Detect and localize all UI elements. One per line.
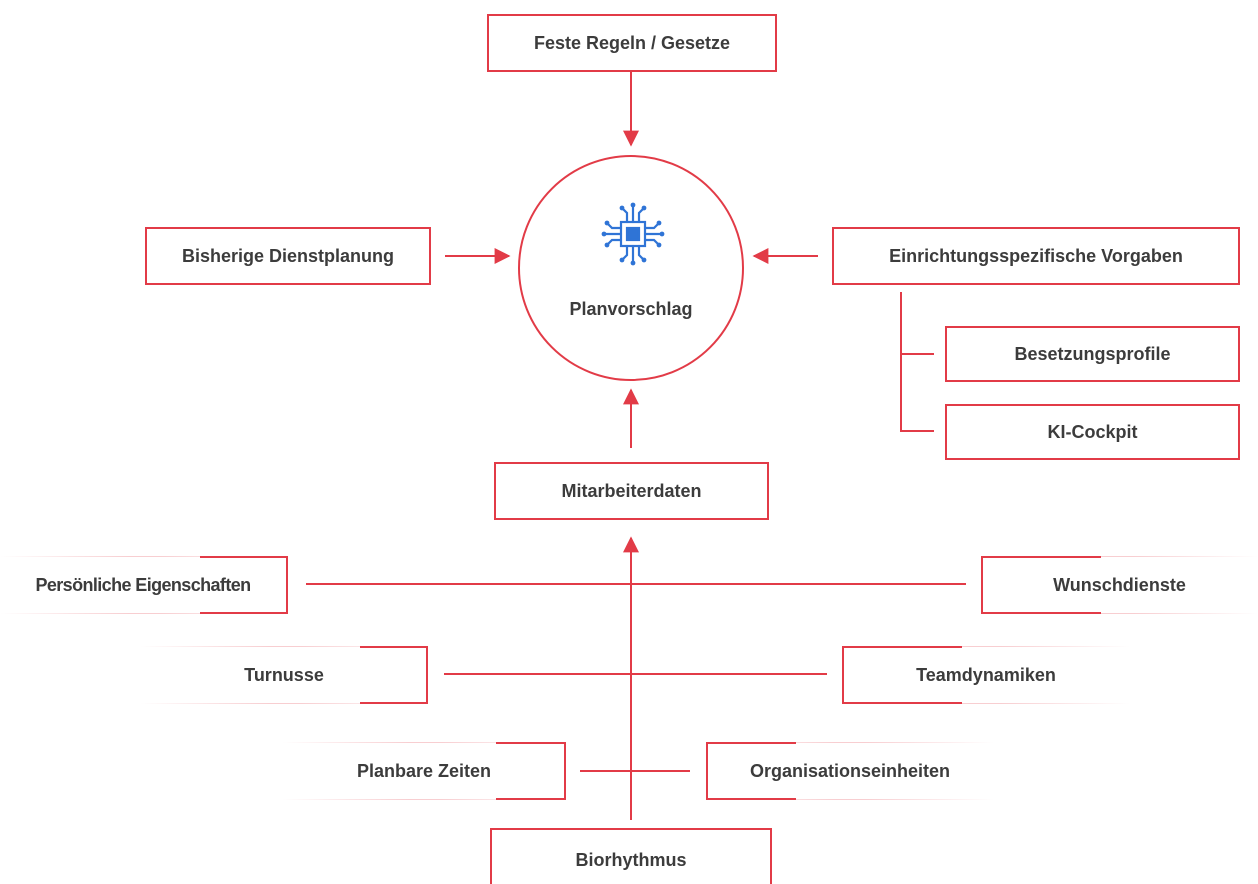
center-circle: Planvorschlag <box>518 155 744 381</box>
box-organisationseinheiten-frame <box>706 742 994 800</box>
box-wunschdienste: Wunschdienste <box>983 558 1256 612</box>
center-label: Planvorschlag <box>569 299 693 319</box>
box-einrichtung-label: Einrichtungsspezifische Vorgaben <box>889 245 1183 266</box>
box-bisherige-dienstplanung: Bisherige Dienstplanung <box>145 227 431 285</box>
box-planbare-zeiten-frame <box>282 742 566 800</box>
box-orga-label: Organisationseinheiten <box>749 760 951 781</box>
box-feste-regeln: Feste Regeln / Gesetze <box>487 14 777 72</box>
box-persoenliche-eigenschaften: Persönliche Eigenschaften <box>2 558 284 612</box>
box-biorhythmus: Biorhythmus <box>490 828 772 884</box>
box-wunsch-label: Wunschdienste <box>1053 574 1186 595</box>
box-turnusse-frame <box>140 646 428 704</box>
box-besetzung-label: Besetzungsprofile <box>1014 343 1171 364</box>
box-ki-cockpit: KI-Cockpit <box>945 404 1240 460</box>
box-einrichtungsspezifische: Einrichtungsspezifische Vorgaben <box>832 227 1240 285</box>
box-besetzungsprofile: Besetzungsprofile <box>945 326 1240 382</box>
box-wunschdienste-frame <box>981 556 1258 614</box>
ai-chip-icon <box>601 202 665 266</box>
box-feste-regeln-label: Feste Regeln / Gesetze <box>533 32 731 53</box>
box-turnusse-label: Turnusse <box>244 664 324 685</box>
box-bisherige-label: Bisherige Dienstplanung <box>181 245 395 266</box>
box-persoenlich-label: Persönliche Eigenschaften <box>35 574 251 595</box>
box-bio-label: Biorhythmus <box>575 850 687 870</box>
box-planbar-label: Planbare Zeiten <box>356 760 492 781</box>
box-mitarbeiterdaten: Mitarbeiterdaten <box>494 462 769 520</box>
box-turnusse: Turnusse <box>142 648 426 702</box>
box-teamdynamiken-frame <box>842 646 1130 704</box>
box-organisationseinheiten: Organisationseinheiten <box>708 744 992 798</box>
box-planbare-zeiten: Planbare Zeiten <box>284 744 564 798</box>
box-persoenliche-eigenschaften-frame <box>0 556 288 614</box>
box-team-label: Teamdynamiken <box>916 664 1056 685</box>
box-mitarbeiter-label: Mitarbeiterdaten <box>561 480 702 501</box>
bracket-einrichtung <box>900 292 934 432</box>
box-ki-cockpit-label: KI-Cockpit <box>1047 421 1138 442</box>
box-teamdynamiken: Teamdynamiken <box>844 648 1128 702</box>
